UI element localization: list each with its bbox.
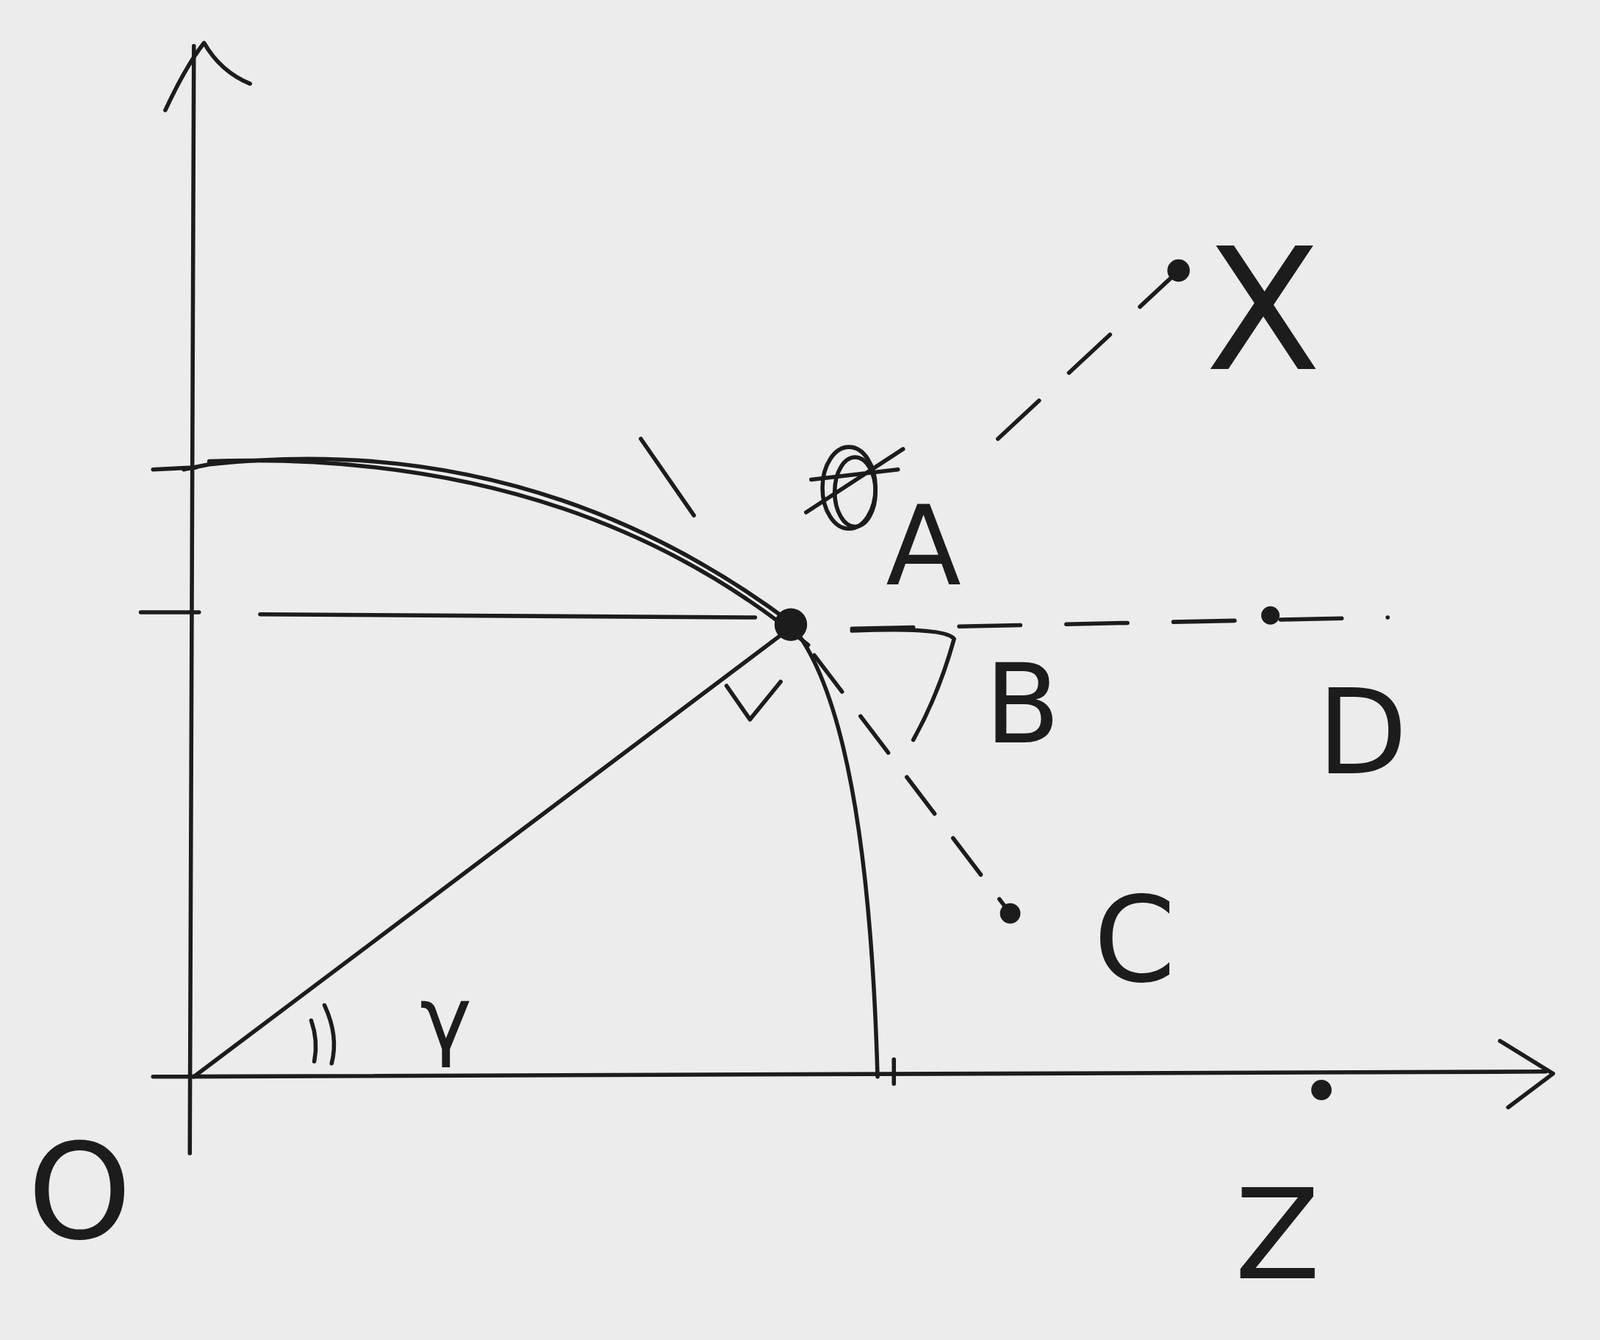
axis-label: Z [1234, 1172, 1320, 1298]
circle-arc [209, 460, 809, 646]
point-label: A [885, 490, 962, 602]
y-tick [141, 610, 200, 615]
radius-line [194, 627, 791, 1077]
x-axis [152, 1071, 1546, 1077]
point-p [776, 610, 806, 639]
point-label: D [1317, 673, 1408, 792]
y-axis [189, 45, 195, 1153]
angle-arc [324, 1005, 335, 1064]
point-label: B [984, 648, 1061, 760]
crossed-scribble [822, 446, 876, 529]
curve [790, 624, 878, 1077]
right-angle-mark [726, 681, 782, 719]
tangent-dashed-line [814, 654, 1011, 913]
origin-label: O [27, 1125, 132, 1259]
angle-bracket [851, 629, 954, 741]
point-c [1001, 905, 1018, 922]
point-d [1263, 608, 1278, 623]
point-label: X [1205, 226, 1322, 396]
x-tick [891, 1059, 896, 1084]
angle-arc [310, 1020, 316, 1062]
point-label: C [1093, 881, 1176, 1000]
tangent-dash [640, 438, 694, 516]
point-z [1313, 1081, 1330, 1099]
point-x [1169, 260, 1188, 280]
circle-arc [183, 458, 791, 623]
horizontal-line [260, 614, 755, 618]
x-axis-arrowhead [1500, 1040, 1553, 1107]
y-axis-arrowhead [165, 42, 250, 111]
dashed-line [998, 275, 1174, 439]
horizontal-dashed-line [851, 617, 1388, 629]
angle-label: γ [419, 974, 472, 1063]
